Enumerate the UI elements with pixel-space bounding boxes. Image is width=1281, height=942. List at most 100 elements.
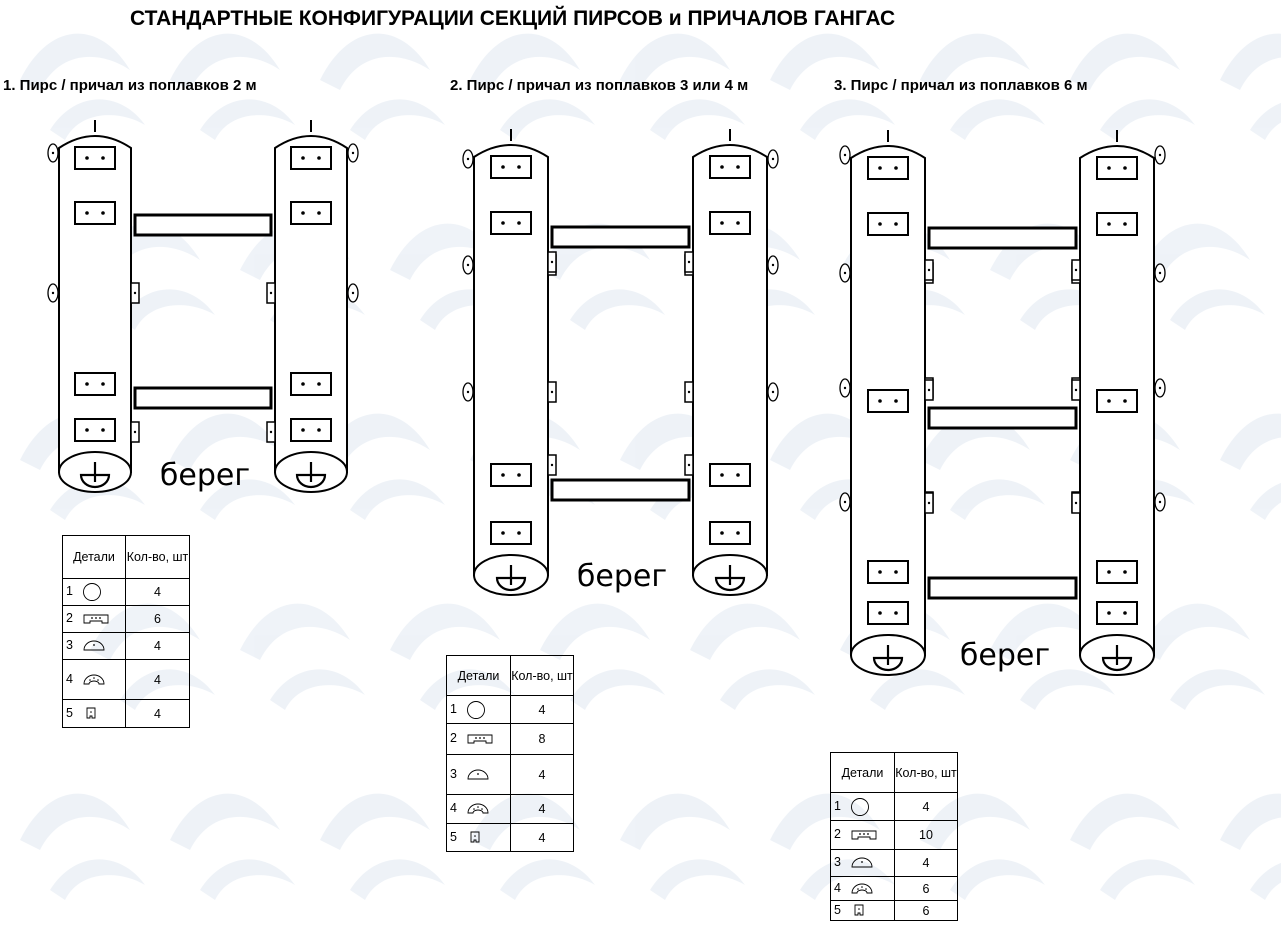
row-number: 2 xyxy=(66,611,73,626)
bracket-plate-icon xyxy=(74,372,116,396)
table-row: 5 4 xyxy=(62,699,190,728)
bracket-plate-icon xyxy=(867,601,909,625)
table-row: 2 6 xyxy=(62,605,190,633)
header-detail: Детали xyxy=(830,752,895,793)
bracket-plate-icon xyxy=(867,212,909,236)
bracket-plate-icon xyxy=(467,734,493,744)
bracket-plate-icon xyxy=(1096,389,1138,413)
bracket-plate-icon xyxy=(1096,156,1138,180)
qty-cell: 4 xyxy=(125,632,190,660)
table-header-row: Детали Кол-во, шт xyxy=(62,535,190,579)
table-row: 4 4 xyxy=(62,659,190,700)
qty-cell: 6 xyxy=(125,605,190,633)
anchor-cap-icon xyxy=(79,473,111,489)
table-row: 3 4 xyxy=(446,754,574,795)
qty-cell: 4 xyxy=(510,794,574,824)
shore-label: берег xyxy=(960,638,1050,673)
watermark-wave-icon xyxy=(320,793,445,900)
bracket-plate-icon xyxy=(1096,212,1138,236)
watermark-wave-icon xyxy=(1140,603,1265,710)
circle-part-icon xyxy=(83,583,101,601)
watermark-wave-icon xyxy=(170,33,295,140)
float xyxy=(473,144,549,576)
bracket-plate-icon xyxy=(851,830,877,840)
row-number: 4 xyxy=(450,801,457,816)
row-number: 1 xyxy=(450,701,457,716)
bracket-plate-icon xyxy=(490,211,532,235)
watermark-wave-icon xyxy=(320,33,445,140)
qty-cell: 4 xyxy=(510,695,574,724)
bracket-plate-icon xyxy=(490,155,532,179)
qty-cell: 4 xyxy=(510,754,574,795)
float xyxy=(692,144,768,576)
anchor-cap-icon xyxy=(1101,656,1133,672)
watermark-wave-icon xyxy=(20,33,145,140)
bracket-plate-icon xyxy=(83,614,109,624)
dome-cap-icon xyxy=(83,640,105,651)
bracket-plate-icon xyxy=(709,155,751,179)
table-row: 1 4 xyxy=(446,695,574,724)
bracket-plate-icon xyxy=(290,418,332,442)
section-title-2: 2. Пирс / причал из поплавков 3 или 4 м xyxy=(450,77,749,94)
small-clip-icon xyxy=(470,831,480,842)
dome-cap-icon xyxy=(851,857,873,868)
anchor-cap-icon xyxy=(295,473,327,489)
bracket-plate-icon xyxy=(709,211,751,235)
qty-cell: 4 xyxy=(125,578,190,606)
bracket-plate-icon xyxy=(74,201,116,225)
row-number: 3 xyxy=(834,855,841,870)
bracket-plate-icon xyxy=(867,156,909,180)
table-row: 2 8 xyxy=(446,723,574,755)
bracket-plate-icon xyxy=(290,201,332,225)
watermark-wave-icon xyxy=(1070,33,1195,140)
parts-table-2: Детали Кол-во, шт 1 4 2 8 3 4 4 4 5 4 xyxy=(446,655,574,852)
header-qty: Кол-во, шт xyxy=(894,752,958,793)
qty-cell: 10 xyxy=(894,820,958,850)
watermark-wave-icon xyxy=(20,793,145,900)
cross-board xyxy=(133,213,273,237)
row-number: 2 xyxy=(834,827,841,842)
anchor-cap-icon xyxy=(495,576,527,592)
cross-board xyxy=(550,225,691,249)
section-title-1: 1. Пирс / причал из поплавков 2 м xyxy=(3,77,257,94)
qty-cell: 8 xyxy=(510,723,574,755)
bracket-plate-icon xyxy=(867,560,909,584)
row-number: 5 xyxy=(834,902,841,917)
bracket-plate-icon xyxy=(1096,601,1138,625)
pier-diagram-3-4m: берег xyxy=(462,129,779,596)
watermark-wave-icon xyxy=(690,603,815,710)
qty-cell: 6 xyxy=(894,900,958,921)
header-detail: Детали xyxy=(62,535,126,579)
table-row: 3 4 xyxy=(830,849,958,877)
watermark-wave-icon xyxy=(170,793,295,900)
anchor-cap-icon xyxy=(714,576,746,592)
row-number: 3 xyxy=(66,638,73,653)
watermark-wave-icon xyxy=(540,603,665,710)
table-row: 1 4 xyxy=(830,792,958,821)
cross-board xyxy=(927,576,1078,600)
qty-cell: 4 xyxy=(125,659,190,700)
bracket-plate-icon xyxy=(74,418,116,442)
cross-board xyxy=(133,386,273,410)
watermark-wave-icon xyxy=(1220,793,1281,900)
watermark-wave-icon xyxy=(1140,223,1265,330)
row-number: 1 xyxy=(66,584,73,599)
table-row: 3 4 xyxy=(62,632,190,660)
qty-cell: 6 xyxy=(894,876,958,901)
watermark-wave-icon xyxy=(770,33,895,140)
small-clip-icon xyxy=(854,904,864,915)
bracket-plate-icon xyxy=(490,463,532,487)
bracket-plate-icon xyxy=(867,389,909,413)
section-title-3: 3. Пирс / причал из поплавков 6 м xyxy=(834,77,1088,94)
small-clip-icon xyxy=(86,707,96,718)
row-number: 3 xyxy=(450,766,457,781)
shore-label: берег xyxy=(160,458,250,493)
bracket-plate-icon xyxy=(490,521,532,545)
table-row: 4 6 xyxy=(830,876,958,901)
qty-cell: 4 xyxy=(894,792,958,821)
table-row: 5 4 xyxy=(446,823,574,852)
cross-board xyxy=(550,478,691,502)
header-qty: Кол-во, шт xyxy=(510,655,574,696)
row-number: 2 xyxy=(450,731,457,746)
watermark-wave-icon xyxy=(470,33,595,140)
